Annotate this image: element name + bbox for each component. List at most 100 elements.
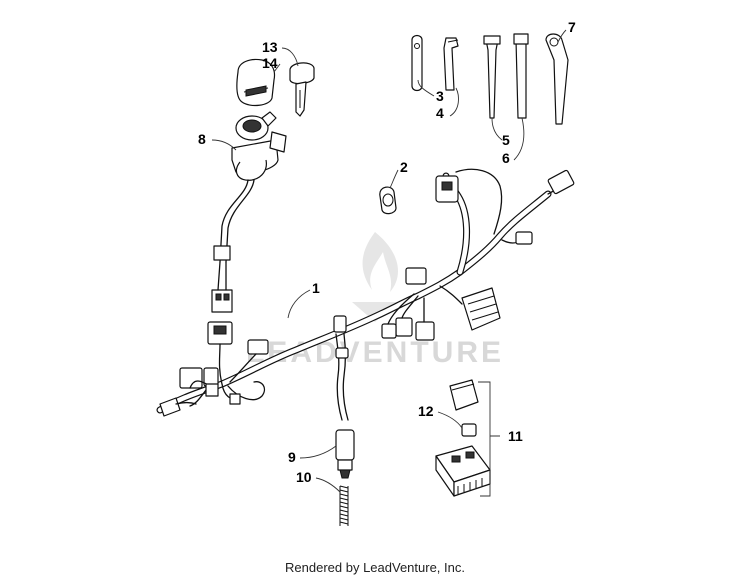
clamp-3-hole <box>414 43 420 49</box>
harness-pigtail-b <box>189 389 207 407</box>
sensor-neck <box>337 459 353 471</box>
key-head <box>289 62 315 85</box>
switch-key <box>269 131 287 153</box>
clamp-4 <box>443 37 459 91</box>
relay-assembly <box>435 379 491 497</box>
harness-loop <box>455 168 503 235</box>
relay-slot-a <box>451 455 461 463</box>
clamp-3 <box>411 34 423 92</box>
switch-connector <box>211 289 233 313</box>
callout-10: 10 <box>296 469 312 485</box>
cable-tie-6 <box>515 39 527 119</box>
leader-lines <box>211 29 567 497</box>
connector-mid-a <box>405 267 427 285</box>
sensor-tip <box>339 469 351 479</box>
leader-1 <box>287 289 311 319</box>
cable-tie-5-head <box>483 35 501 45</box>
sensor-body <box>335 429 355 461</box>
harness-end-terminal <box>159 397 181 417</box>
switch-barrel <box>242 119 262 133</box>
pigtail-terminal-b <box>205 383 219 397</box>
relay-cover-edge <box>451 383 475 391</box>
key-and-cover <box>236 58 315 117</box>
clamp-4-tab <box>447 39 459 43</box>
callout-8: 8 <box>198 131 206 147</box>
connector-drop-2 <box>335 347 349 359</box>
leader-7 <box>557 29 567 43</box>
leader-5 <box>491 117 503 141</box>
cable-ties <box>483 33 569 125</box>
switch-wire <box>219 179 249 263</box>
harness-drop <box>335 333 343 421</box>
mid-connector-leads <box>387 293 425 325</box>
leader-4 <box>449 87 459 117</box>
connector-pin-a <box>215 293 222 301</box>
callout-14: 14 <box>262 55 278 71</box>
connector-left-d <box>247 339 269 355</box>
leader-6 <box>513 117 525 161</box>
connector-upper-face <box>441 181 453 191</box>
regulator-fins <box>467 295 499 321</box>
callout-7: 7 <box>568 19 576 35</box>
parts-diagram: LEADVENTURE <box>156 19 576 526</box>
connector-right-2 <box>515 231 533 245</box>
clamps <box>411 34 459 92</box>
ignition-switch <box>211 111 287 313</box>
callout-4: 4 <box>436 105 444 121</box>
leader-11-bracket <box>478 381 500 497</box>
connector-left-b <box>179 367 203 389</box>
connector-mid-b <box>395 317 413 337</box>
switch-wire-2 <box>225 179 255 263</box>
harness-trunk-inner <box>157 191 551 413</box>
relay-slot-b <box>465 451 475 459</box>
flame-icon <box>362 232 398 292</box>
leader-2 <box>389 169 399 189</box>
connector-pin-b <box>223 293 230 301</box>
callout-6: 6 <box>502 150 510 166</box>
spring-outline <box>339 486 349 526</box>
spring-coils <box>339 485 349 525</box>
leader-9 <box>299 445 337 459</box>
key-cover-badge <box>245 85 267 97</box>
callout-12: 12 <box>418 403 434 419</box>
pigtail-terminal <box>229 393 241 405</box>
regulator-lead <box>439 285 463 305</box>
leader-14 <box>273 63 281 73</box>
wiring-harness <box>156 168 575 421</box>
fuse <box>461 423 477 437</box>
callouts: 13 14 8 3 4 5 6 7 2 1 9 10 11 12 <box>198 19 576 485</box>
clip-opening <box>382 193 394 207</box>
wire-clip <box>379 186 397 215</box>
cable-tie-5 <box>485 39 499 119</box>
switch-nut <box>235 159 267 181</box>
leader-12 <box>437 411 463 429</box>
connector-mid-c <box>415 321 435 341</box>
callout-3: 3 <box>436 88 444 104</box>
connector-mid-d <box>381 323 397 339</box>
connector-right <box>547 169 575 195</box>
sensor-and-spring <box>335 429 355 526</box>
watermark-mark <box>352 302 398 322</box>
callout-13: 13 <box>262 39 278 55</box>
relay-cover <box>449 379 479 411</box>
callout-2: 2 <box>400 159 408 175</box>
callout-11: 11 <box>508 428 523 444</box>
connector-left-a-face <box>213 325 227 335</box>
relay-pins <box>457 478 483 494</box>
cable-tie-7 <box>545 33 569 125</box>
leader-8 <box>211 139 237 151</box>
leader-10 <box>315 477 341 493</box>
leader-3 <box>417 79 435 97</box>
clip-body <box>379 186 397 215</box>
key-blade <box>295 81 307 117</box>
leader-13 <box>281 47 299 67</box>
switch-wire-end <box>217 261 227 291</box>
callout-1: 1 <box>312 280 320 296</box>
callout-9: 9 <box>288 449 296 465</box>
harness-end-lead <box>175 401 197 405</box>
switch-key-stub <box>261 111 277 127</box>
cable-tie-6-head <box>513 33 529 45</box>
footer-credit: Rendered by LeadVenture, Inc. <box>285 560 465 575</box>
callout-5: 5 <box>502 132 510 148</box>
switch-wire-sleeve <box>213 245 231 261</box>
